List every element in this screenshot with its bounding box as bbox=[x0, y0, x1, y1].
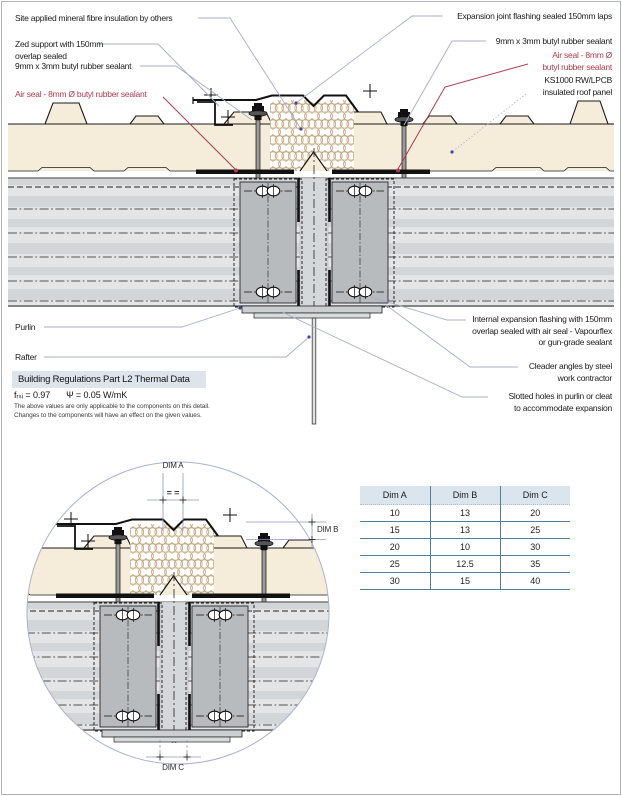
thermal-psi-value: Ψ = 0.05 W/mK bbox=[66, 390, 128, 400]
air-seal-leaders bbox=[162, 63, 529, 171]
table-cell: 13 bbox=[429, 521, 500, 539]
table-cell: 20 bbox=[499, 504, 570, 522]
table-cell: 10 bbox=[429, 538, 500, 556]
table-cell: 15 bbox=[429, 572, 500, 590]
table-cell: 10 bbox=[360, 504, 430, 522]
table-header-cell: Dim C bbox=[499, 486, 570, 505]
label-butyl-sealant-right: 9mm x 3mm butyl rubber sealant bbox=[495, 36, 613, 46]
label-air-seal-right: Air seal - 8mm Ø butyl rubber sealant bbox=[542, 50, 612, 72]
label-air-seal-left: Air seal - 8mm Ø butyl rubber sealant bbox=[15, 89, 147, 99]
table-cell: 30 bbox=[499, 538, 570, 556]
table-cell: 40 bbox=[499, 572, 570, 590]
thermal-f-value: fᵣₛᵢ = 0.97 bbox=[14, 390, 51, 400]
dimension-ticks bbox=[156, 491, 316, 761]
dim-c-label: DIM C bbox=[162, 763, 184, 772]
label-cleader-angles: Cleader angles by steel work contractor bbox=[528, 361, 612, 383]
dim-b-label: DIM B bbox=[317, 525, 339, 534]
table-cell: 30 bbox=[360, 572, 430, 590]
table-cell: 35 bbox=[499, 555, 570, 573]
detail-circle-outline bbox=[26, 461, 330, 765]
label-internal-flashing: Internal expansion flashing with 150mm o… bbox=[472, 314, 612, 347]
thermal-note: The above values are only applicable to … bbox=[14, 403, 210, 419]
table-header-cell: Dim A bbox=[360, 486, 430, 505]
table-cell: 15 bbox=[360, 521, 430, 539]
table-cell: 20 bbox=[360, 538, 430, 556]
thermal-box-title: Building Regulations Part L2 Thermal Dat… bbox=[12, 371, 206, 388]
label-expansion-flashing: Expansion joint flashing sealed 150mm la… bbox=[457, 11, 612, 21]
dim-a-label: DIM A bbox=[162, 461, 184, 470]
label-rafter: Rafter bbox=[15, 352, 37, 362]
leader-lines bbox=[44, 15, 527, 398]
table-header-cell: Dim B bbox=[429, 486, 500, 505]
label-site-insulation: Site applied mineral fibre insulation by… bbox=[15, 13, 173, 23]
table-cell: 25 bbox=[360, 555, 430, 573]
dimension-marks bbox=[146, 473, 326, 761]
label-purlin: Purlin bbox=[15, 322, 36, 332]
magnified-detail-drawing bbox=[0, 508, 474, 764]
thermal-values: fᵣₛᵢ = 0.97 Ψ = 0.05 W/mK bbox=[14, 390, 127, 401]
label-roof-panel: KS1000 RW/LPCB insulated roof panel bbox=[542, 75, 612, 97]
table-cell: 12.5 bbox=[429, 555, 500, 573]
label-butyl-sealant-left: 9mm x 3mm butyl rubber sealant bbox=[15, 61, 132, 71]
label-zed-support: Zed support with 150mm overlap sealed bbox=[15, 39, 104, 61]
table-cell: 25 bbox=[499, 521, 570, 539]
leader-end-dots bbox=[238, 101, 454, 339]
table-cell: 13 bbox=[429, 504, 500, 522]
label-slotted-holes: Slotted holes in purlin or cleat to acco… bbox=[508, 391, 612, 413]
air-seal-dots bbox=[234, 168, 400, 173]
